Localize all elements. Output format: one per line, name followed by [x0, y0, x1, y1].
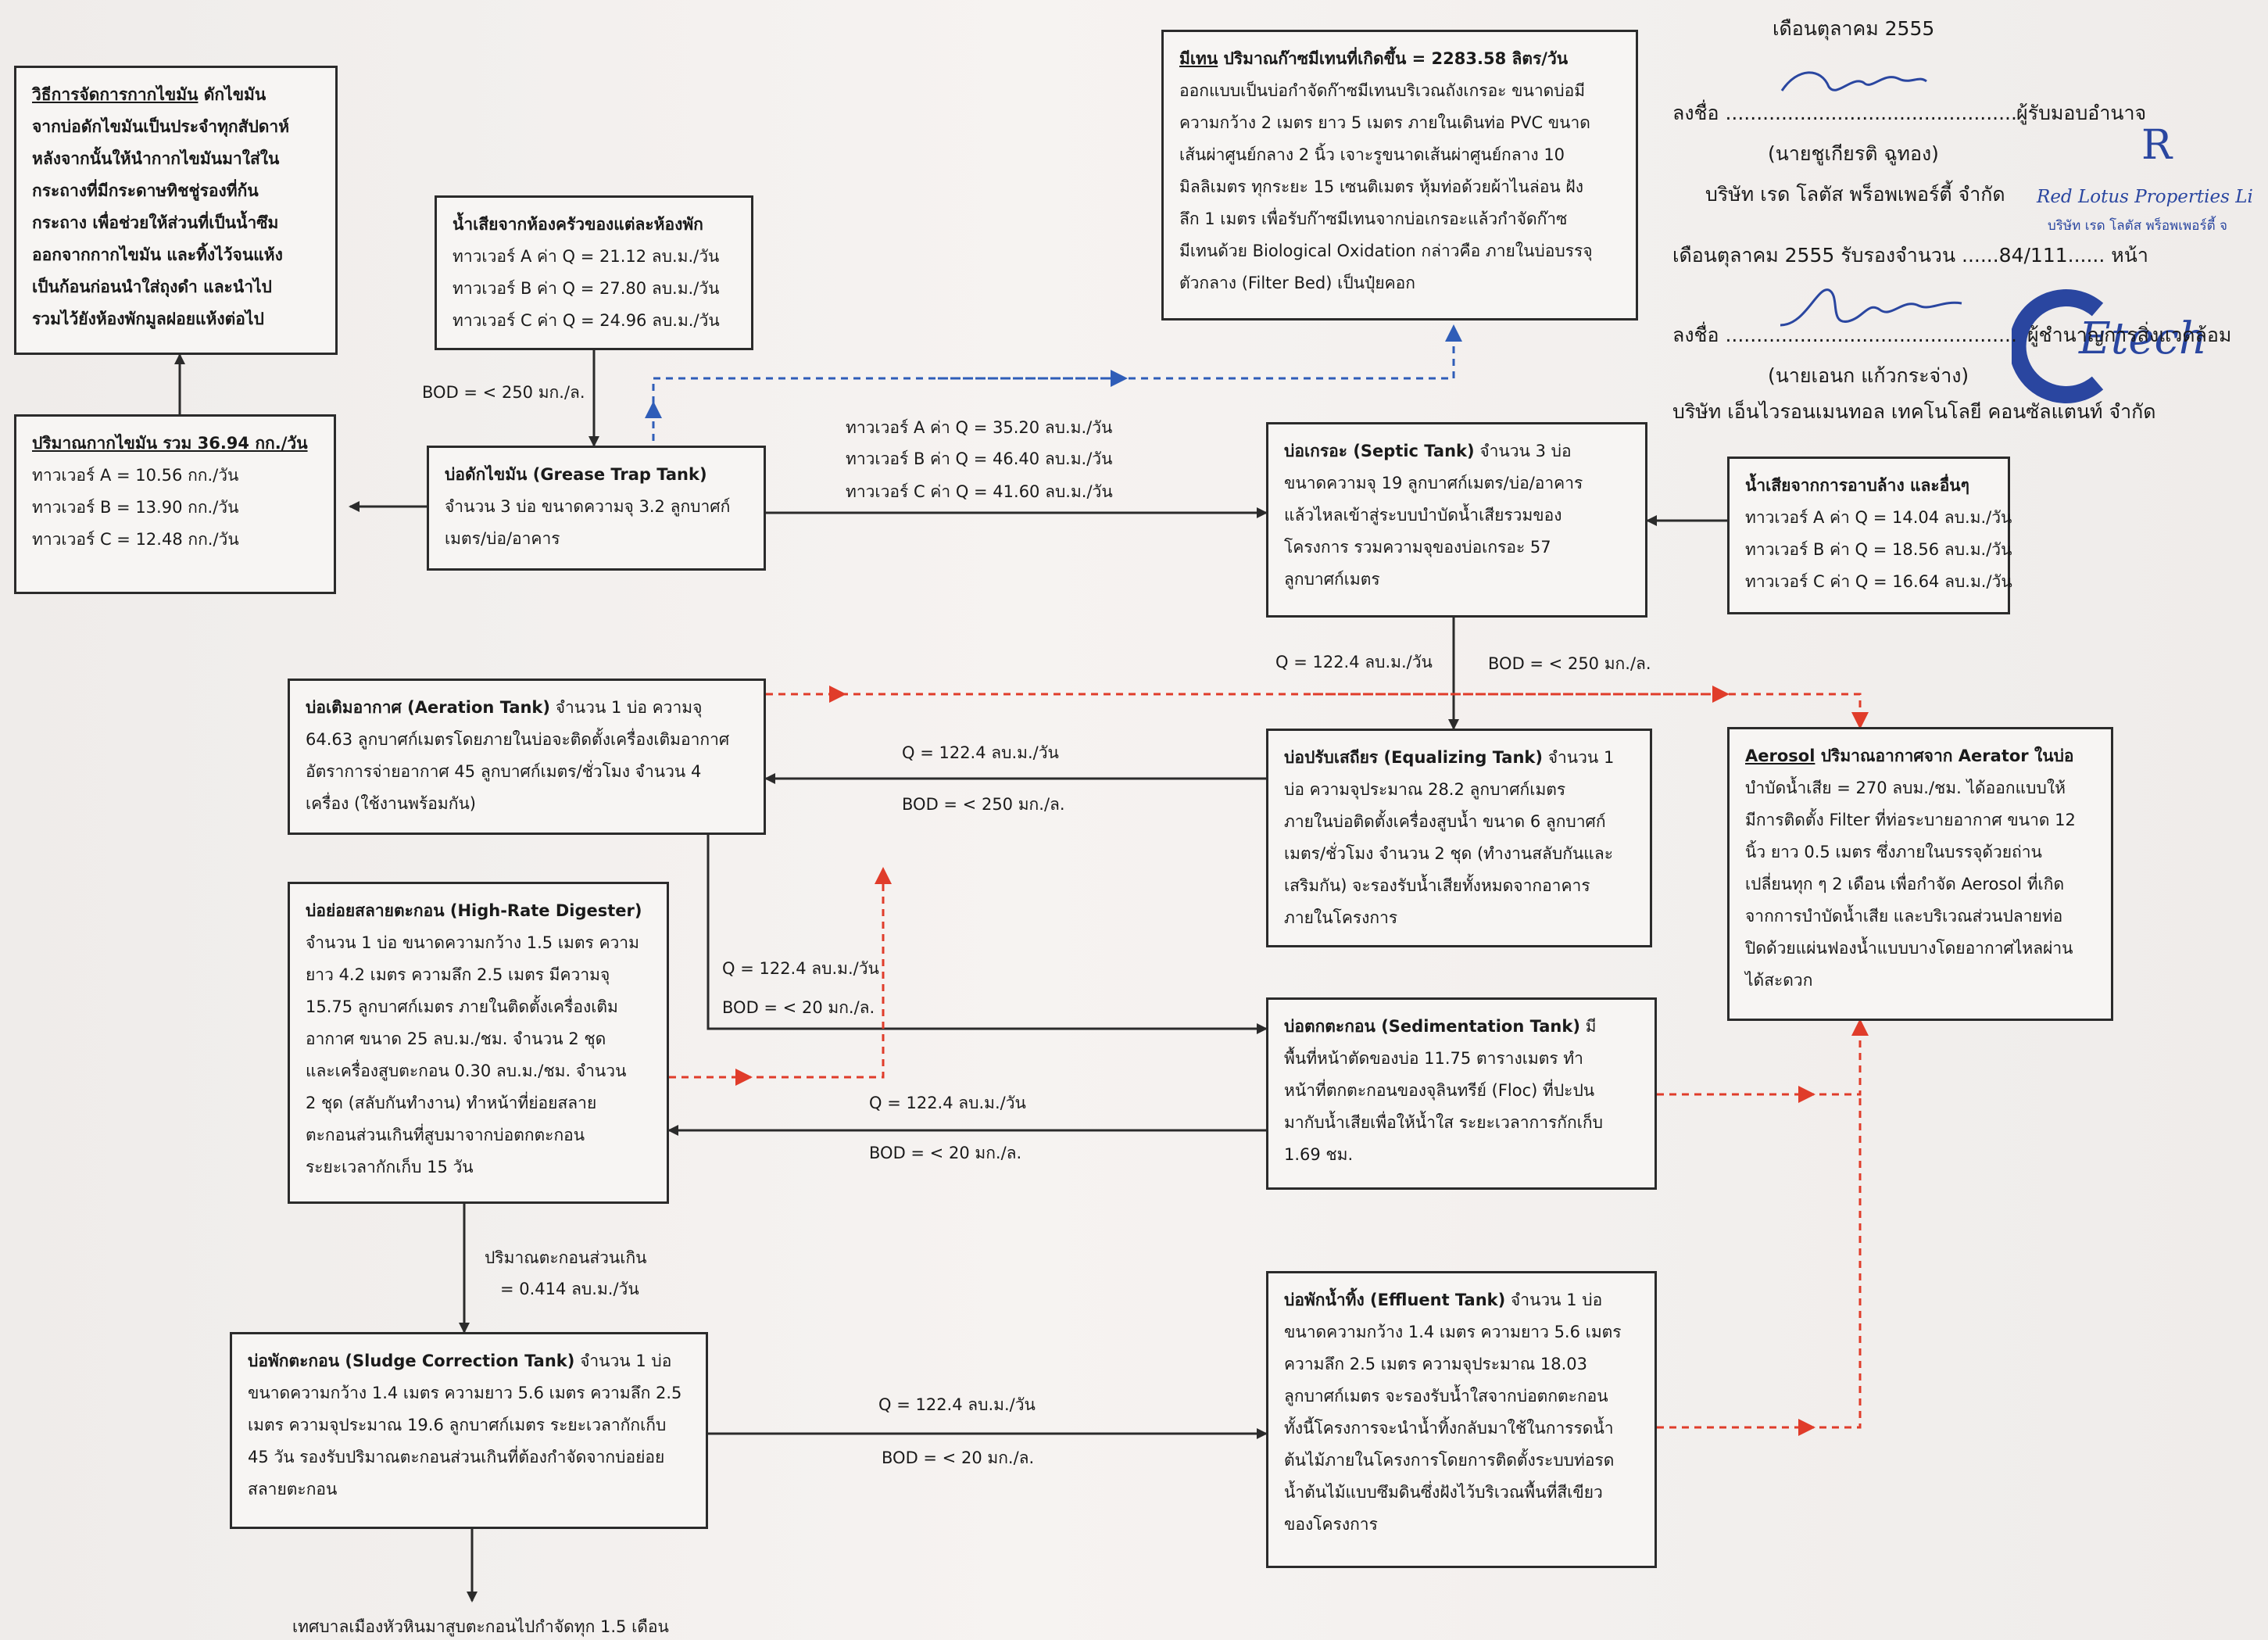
- equalizing-title: บ่อปรับเสถียร (Equalizing Tank): [1284, 748, 1543, 767]
- flow-label-eq-q: Q = 122.4 ลบ.ม./วัน: [902, 743, 1059, 762]
- grease-method-title: วิธีการจัดการกากไขมัน: [32, 85, 199, 104]
- flow-label-sed-q: Q = 122.4 ลบ.ม./วัน: [869, 1094, 1026, 1112]
- red-lotus-logo-letter: R: [2141, 122, 2173, 169]
- sign-line-1: ลงชื่อ .................................…: [1672, 102, 2017, 124]
- methane-title: ปริมาณก๊าซมีเทนที่เกิดขึ้น = 2283.58 ลิต…: [1223, 49, 1569, 68]
- flow-label-aer-bod: BOD = < 20 มก./ล.: [722, 998, 875, 1017]
- bottom-note: เทศบาลเมืองหัวหินมาสูบตะกอนไปกำจัดทุก 1.…: [292, 1617, 669, 1636]
- aerosol-title-underlined: Aerosol: [1745, 747, 1815, 765]
- aeration-tank-box: บ่อเติมอากาศ (Aeration Tank) จำนวน 1 บ่อ…: [288, 679, 766, 835]
- aerosol-box: Aerosol ปริมาณอากาศจาก Aerator ในบ่อ บำบ…: [1727, 727, 2113, 1021]
- flow-label-eq-bod: BOD = < 250 มก./ล.: [902, 795, 1065, 814]
- sludge-tank-box: บ่อพักตะกอน (Sludge Correction Tank) จำน…: [230, 1332, 708, 1529]
- kitchen-wastewater-box: น้ำเสียจากห้องครัวของแต่ละห้องพัก ทาวเวอ…: [435, 195, 753, 350]
- septic-tank-box: บ่อเกรอะ (Septic Tank) จำนวน 3 บ่อ ขนาดค…: [1266, 422, 1647, 618]
- washing-wastewater-box: น้ำเสียจากการอาบล้าง และอื่นๆ ทาวเวอร์ A…: [1727, 457, 2012, 614]
- certify-pages: เดือนตุลาคม 2555 รับรองจำนวน ......84/11…: [1672, 244, 2148, 267]
- grease-amount-title: ปริมาณกากไขมัน รวม 36.94 กก./วัน: [32, 434, 308, 453]
- grease-method-box: วิธีการจัดการกากไขมัน ดักไขมัน จากบ่อดัก…: [14, 66, 338, 355]
- grease-trap-box: บ่อดักไขมัน (Grease Trap Tank) จำนวน 3 บ…: [427, 446, 766, 571]
- flow-label-trap-q-a: ทาวเวอร์ A ค่า Q = 35.20 ลบ.ม./วัน: [846, 418, 1113, 437]
- aerosol-line-from-aeration: [766, 693, 1869, 729]
- sign-company-1: บริษัท เรด โลตัส พร็อพเพอร์ตี้ จำกัด: [1705, 183, 2005, 206]
- aerosol-title: ปริมาณอากาศจาก Aerator ในบ่อ: [1820, 747, 2074, 765]
- sludge-title: บ่อพักตะกอน (Sludge Correction Tank): [248, 1352, 575, 1370]
- sign-role-1: ผู้รับมอบอำนาจ: [2016, 102, 2147, 124]
- sign-name-1: (นายชูเกียรติ ฉูทอง): [1768, 142, 1939, 165]
- washing-title: น้ำเสียจากการอาบล้าง และอื่นๆ: [1745, 476, 1969, 495]
- flow-label-septic-q: Q = 122.4 ลบ.ม./วัน: [1275, 653, 1433, 671]
- sign-company-2: บริษัท เอ็นไวรอนเมนทอล เทคโนโลยี คอนซัลแ…: [1672, 400, 2156, 423]
- flow-label-septic-bod: BOD = < 250 มก./ล.: [1488, 654, 1651, 673]
- flow-label-trap-q-b: ทาวเวอร์ B ค่า Q = 46.40 ลบ.ม./วัน: [846, 449, 1113, 468]
- signature-scribble-1: [1780, 71, 1927, 91]
- sign-role-2: ผู้ชำนาญการสิ่งแวดล้อม: [2027, 324, 2232, 346]
- sedimentation-title: บ่อตกตะกอน (Sedimentation Tank): [1284, 1017, 1580, 1036]
- aerosol-line-from-sedimentation: [1657, 1019, 1869, 1096]
- kitchen-title: น้ำเสียจากห้องครัวของแต่ละห้องพัก: [453, 215, 703, 234]
- flow-label-excess-2: = 0.414 ลบ.ม./วัน: [500, 1280, 639, 1298]
- aerosol-line-from-digester: [669, 867, 892, 1079]
- digester-box: บ่อย่อยสลายตะกอน (High-Rate Digester) จำ…: [288, 882, 669, 1204]
- flow-label-aer-q: Q = 122.4 ลบ.ม./วัน: [722, 959, 879, 978]
- sedimentation-tank-box: บ่อตกตะกอน (Sedimentation Tank) มี พื้นท…: [1266, 997, 1657, 1190]
- equalizing-tank-box: บ่อปรับเสถียร (Equalizing Tank) จำนวน 1 …: [1266, 729, 1652, 947]
- flow-label-sed-bod: BOD = < 20 มก./ล.: [869, 1144, 1022, 1162]
- effluent-title: บ่อพักน้ำทิ้ง (Effluent Tank): [1284, 1291, 1506, 1309]
- etech-logo-mark: [2012, 289, 2104, 403]
- flow-label-bod-kitchen: BOD = < 250 มก./ล.: [422, 383, 585, 402]
- grease-trap-title: บ่อดักไขมัน (Grease Trap Tank): [445, 465, 707, 484]
- flow-label-trap-q-c: ทาวเวอร์ C ค่า Q = 41.60 ลบ.ม./วัน: [846, 482, 1113, 501]
- flow-label-sludge-bod: BOD = < 20 มก./ล.: [882, 1448, 1035, 1467]
- methane-title-underlined: มีเทน: [1179, 49, 1218, 68]
- red-lotus-stamp-name: Red Lotus Properties Li: [2037, 187, 2253, 207]
- digester-title: บ่อย่อยสลายตะกอน (High-Rate Digester): [306, 901, 642, 920]
- red-lotus-stamp-sub: บริษัท เรด โลตัส พร็อพเพอร์ตี้ จ: [2048, 218, 2228, 234]
- aeration-title: บ่อเติมอากาศ (Aeration Tank): [306, 698, 551, 717]
- sign-month-1: เดือนตุลาคม 2555: [1773, 17, 1935, 40]
- grease-amount-box: ปริมาณกากไขมัน รวม 36.94 กก./วัน ทาวเวอร…: [14, 414, 336, 594]
- flow-label-sludge-q: Q = 122.4 ลบ.ม./วัน: [878, 1395, 1036, 1414]
- methane-box: มีเทน ปริมาณก๊าซมีเทนที่เกิดขึ้น = 2283.…: [1161, 30, 1638, 320]
- sign-name-2: (นายเอนก แก้วกระจ่าง): [1768, 364, 1969, 387]
- flow-label-excess-1: ปริมาณตะกอนส่วนเกิน: [485, 1248, 647, 1267]
- signature-scribble-2: [1780, 288, 1962, 327]
- etech-logo-text: Etech: [2079, 313, 2207, 364]
- septic-title: บ่อเกรอะ (Septic Tank): [1284, 442, 1475, 460]
- sign-line-2: ลงชื่อ .................................…: [1672, 324, 2017, 346]
- arrow-aeration-to-sedimentation: [707, 835, 1268, 1034]
- effluent-tank-box: บ่อพักน้ำทิ้ง (Effluent Tank) จำนวน 1 บ่…: [1266, 1271, 1657, 1568]
